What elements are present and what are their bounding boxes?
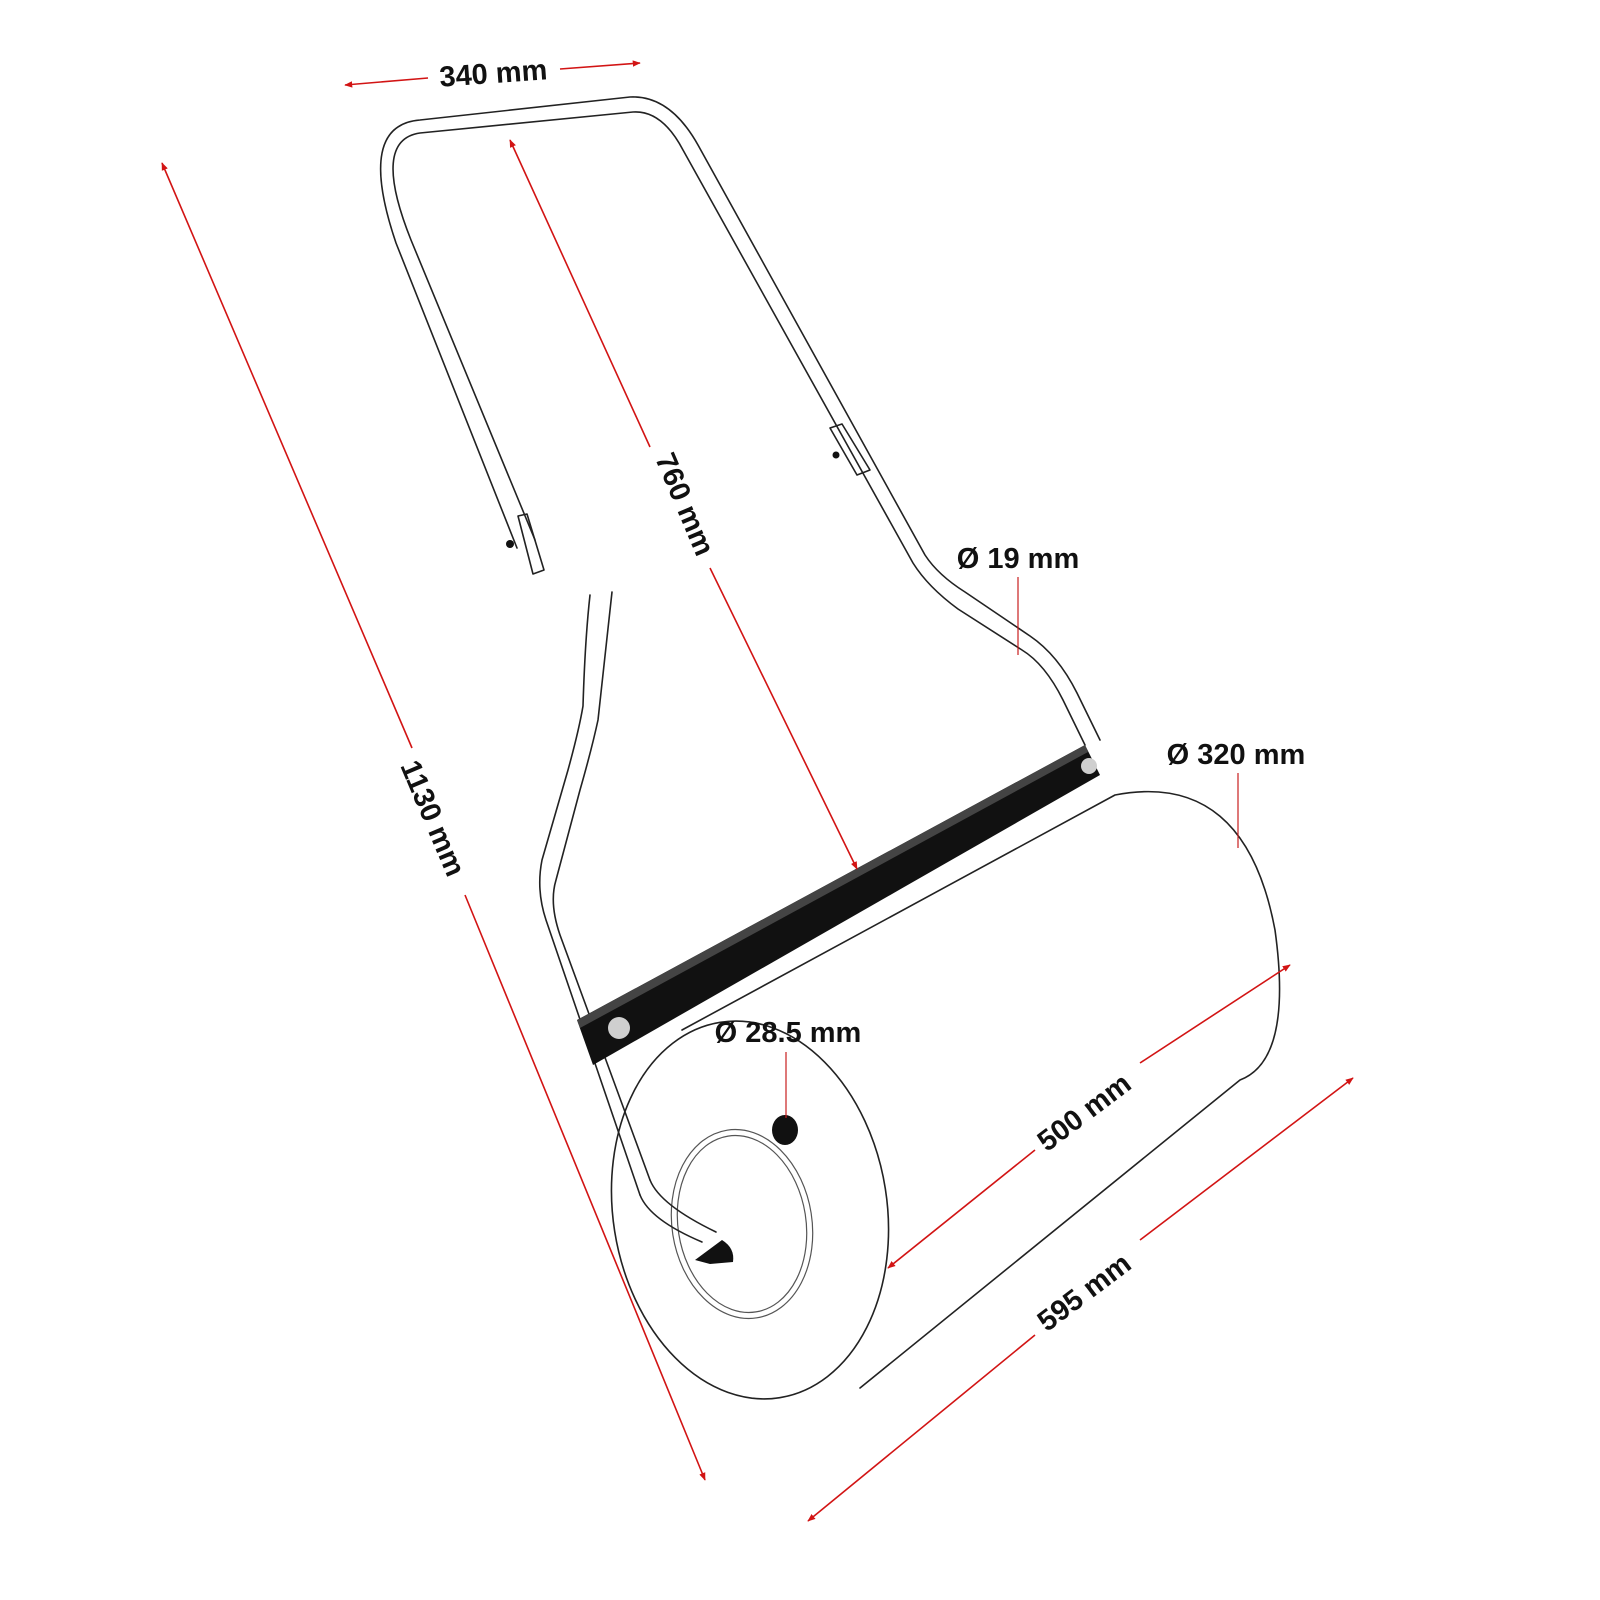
right-telescope-joint [829, 423, 871, 476]
dimension-labels: 340 mm 1130 mm 760 mm Ø 19 mm Ø 320 mm Ø… [394, 54, 1306, 1338]
label-tube-diameter: Ø 19 mm [957, 543, 1080, 575]
dim-line-500-top [1139, 964, 1291, 1064]
left-joint-pin [506, 540, 514, 548]
dim-line-340-left [344, 77, 429, 88]
dim-line-1130-bottom [464, 894, 706, 1481]
drum-end-face [610, 1020, 890, 1400]
left-telescope-joint [517, 513, 545, 575]
handle-frame [379, 96, 1101, 1196]
cross-bar-bolt-right [1081, 758, 1097, 774]
label-overall-length: 1130 mm [394, 756, 471, 881]
dim-line-760-bottom [709, 567, 858, 870]
dimension-lines [161, 60, 1354, 1522]
cross-bar [577, 745, 1100, 1065]
label-drum-width: 500 mm [1032, 1068, 1138, 1159]
drum-hub-ring-inner [676, 1134, 808, 1314]
roller-drum [610, 790, 1281, 1400]
dim-line-1130-top [161, 162, 413, 749]
dim-line-595-bottom [807, 1334, 1036, 1522]
label-fill-hole-diameter: Ø 28.5 mm [715, 1017, 862, 1049]
label-handle-width: 340 mm [438, 54, 548, 93]
label-handle-length: 760 mm [648, 449, 720, 561]
handle-inner-outline [379, 96, 1101, 1196]
right-joint-pin [832, 451, 840, 459]
axle-arm [639, 1179, 717, 1243]
label-drum-diameter: Ø 320 mm [1167, 739, 1306, 771]
drum-hub-ring-outer [670, 1128, 814, 1320]
cross-bar-body [577, 745, 1100, 1065]
axle-stub [695, 1240, 734, 1264]
label-overall-width: 595 mm [1032, 1248, 1138, 1339]
cross-bar-bolt-left [608, 1017, 630, 1039]
dim-line-340-right [559, 60, 641, 70]
drum-body-outline [681, 790, 1281, 1389]
dim-line-595-top [1139, 1077, 1354, 1241]
dim-line-500-bottom [887, 1149, 1036, 1269]
dim-line-760-top [509, 139, 651, 448]
cross-bar-highlight [577, 745, 1088, 1028]
fill-hole [772, 1115, 798, 1145]
handle-outer-outline [392, 111, 1086, 1181]
